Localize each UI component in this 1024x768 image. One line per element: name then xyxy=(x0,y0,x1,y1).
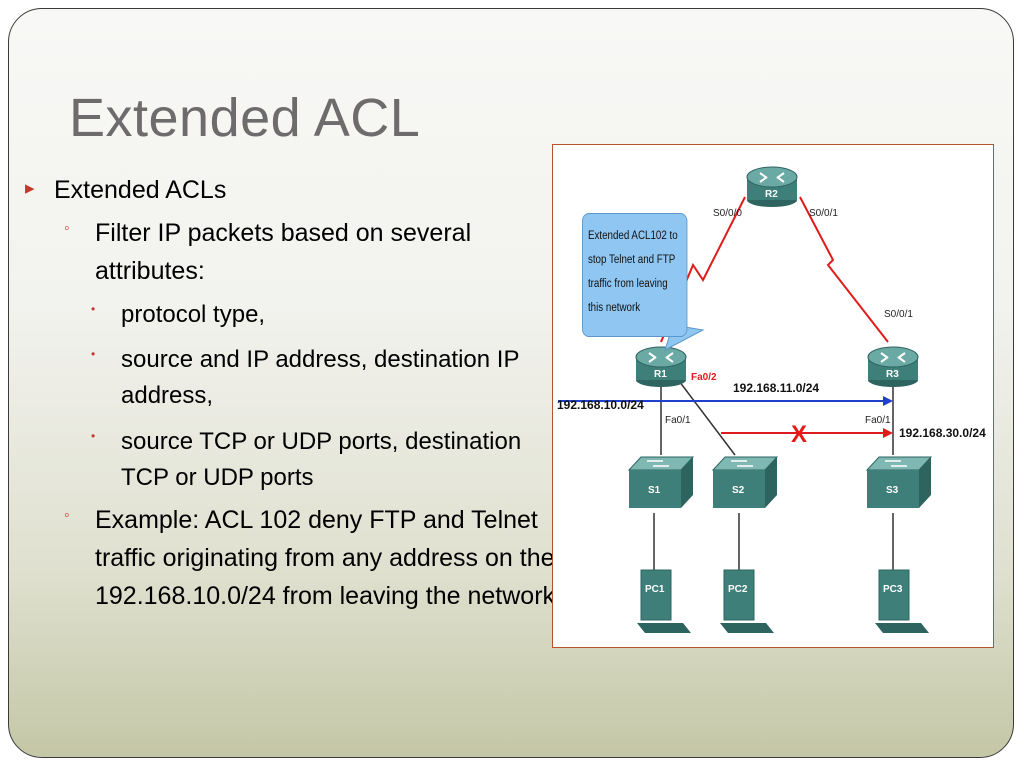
router-arrows-icon xyxy=(759,172,785,183)
bullet-extended-acls: Extended ACLs xyxy=(54,176,227,204)
router-r1-label: R1 xyxy=(654,369,667,380)
switch-s1-label: S1 xyxy=(648,485,661,496)
bullet-protocol-type: protocol type, xyxy=(121,301,266,328)
red-arrowhead-icon xyxy=(883,428,893,438)
bullet-ports: source TCP or UDP ports, destination TCP… xyxy=(121,428,522,491)
bullet-filter-ip: Filter IP packets based on several attri… xyxy=(95,219,472,285)
iface-r2-s000: S0/0/0 xyxy=(713,208,742,219)
network-lan2: 192.168.11.0/24 xyxy=(733,381,819,395)
pc-pc1-label: PC1 xyxy=(645,584,665,595)
blocked-x-mark: X xyxy=(791,421,807,448)
slide: Extended ACL ▸ Extended ACLs ◦ Filter IP… xyxy=(8,8,1014,758)
iface-r1-fa01: Fa0/1 xyxy=(665,415,691,426)
serial-link-r2-r3 xyxy=(799,196,889,343)
router-r3: R3 xyxy=(867,346,919,387)
router-arrows-icon xyxy=(648,352,674,363)
switch-arrows-icon xyxy=(647,460,669,467)
link-r1-s2 xyxy=(672,372,736,456)
router-r2: R2 xyxy=(746,166,798,207)
pc-pc1: PC1 xyxy=(637,569,691,633)
iface-r3-s001: S0/0/1 xyxy=(884,309,913,320)
pc-pc3: PC3 xyxy=(875,569,929,633)
pc-pc2-label: PC2 xyxy=(728,584,748,595)
pc-pc3-label: PC3 xyxy=(883,584,903,595)
dot-bullet-icon: • xyxy=(91,302,96,316)
iface-r1-fa02: Fa0/2 xyxy=(691,372,717,383)
router-r2-label: R2 xyxy=(765,189,778,200)
switch-s3: S3 xyxy=(865,456,933,508)
router-r3-label: R3 xyxy=(886,369,899,380)
router-arrows-icon xyxy=(880,352,906,363)
topology-svg: X R2 R1 R3 xyxy=(557,166,986,633)
switch-s2: S2 xyxy=(711,456,779,508)
circle-bullet-icon: ◦ xyxy=(64,507,70,524)
network-lan3: 192.168.30.0/24 xyxy=(899,426,986,440)
dot-bullet-icon: • xyxy=(91,347,96,361)
iface-r3-fa01: Fa0/1 xyxy=(865,415,891,426)
pc-pc2: PC2 xyxy=(720,569,774,633)
acl-callout: Extended ACL102 to stop Telnet and FTP t… xyxy=(582,213,688,337)
switch-arrows-icon xyxy=(885,460,907,467)
switch-arrows-icon xyxy=(731,460,753,467)
network-diagram: X R2 R1 R3 xyxy=(552,144,994,648)
switch-s2-label: S2 xyxy=(732,485,745,496)
network-lan1: 192.168.10.0/24 xyxy=(557,398,644,412)
bullet-ip-address: source and IP address, destination IP ad… xyxy=(121,346,520,409)
iface-r2-s001: S0/0/1 xyxy=(809,208,838,219)
switch-s3-label: S3 xyxy=(886,485,899,496)
triangle-bullet-icon: ▸ xyxy=(25,178,35,199)
bullet-example: Example: ACL 102 deny FTP and Telnet tra… xyxy=(95,506,556,610)
dot-bullet-icon: • xyxy=(91,429,96,443)
slide-title: Extended ACL xyxy=(69,88,421,148)
circle-bullet-icon: ◦ xyxy=(64,220,70,237)
router-r1: R1 xyxy=(635,346,687,387)
switch-s1: S1 xyxy=(627,456,695,508)
blue-arrowhead-icon xyxy=(883,396,893,406)
